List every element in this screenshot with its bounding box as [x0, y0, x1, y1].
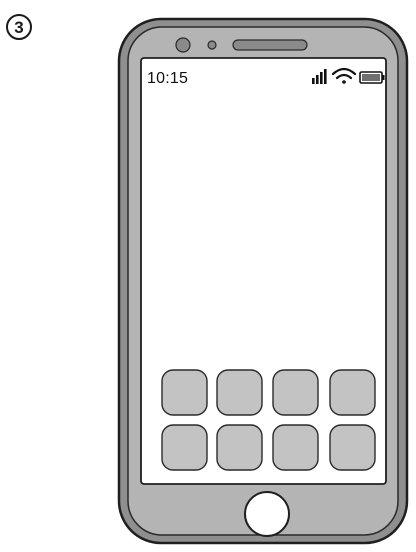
app-icon[interactable] [330, 425, 375, 470]
battery-icon [360, 72, 385, 83]
app-icon[interactable] [162, 370, 207, 415]
proximity-sensor-icon [208, 41, 216, 49]
app-icon[interactable] [273, 370, 318, 415]
home-button[interactable] [245, 492, 289, 536]
app-icon[interactable] [217, 370, 262, 415]
phone-screen [141, 58, 386, 484]
status-time: 10:15 [147, 70, 188, 88]
front-camera-icon [176, 38, 190, 52]
speaker-grille [233, 40, 307, 50]
app-icon[interactable] [273, 425, 318, 470]
app-icon[interactable] [217, 425, 262, 470]
app-icon[interactable] [330, 370, 375, 415]
app-icon[interactable] [162, 425, 207, 470]
